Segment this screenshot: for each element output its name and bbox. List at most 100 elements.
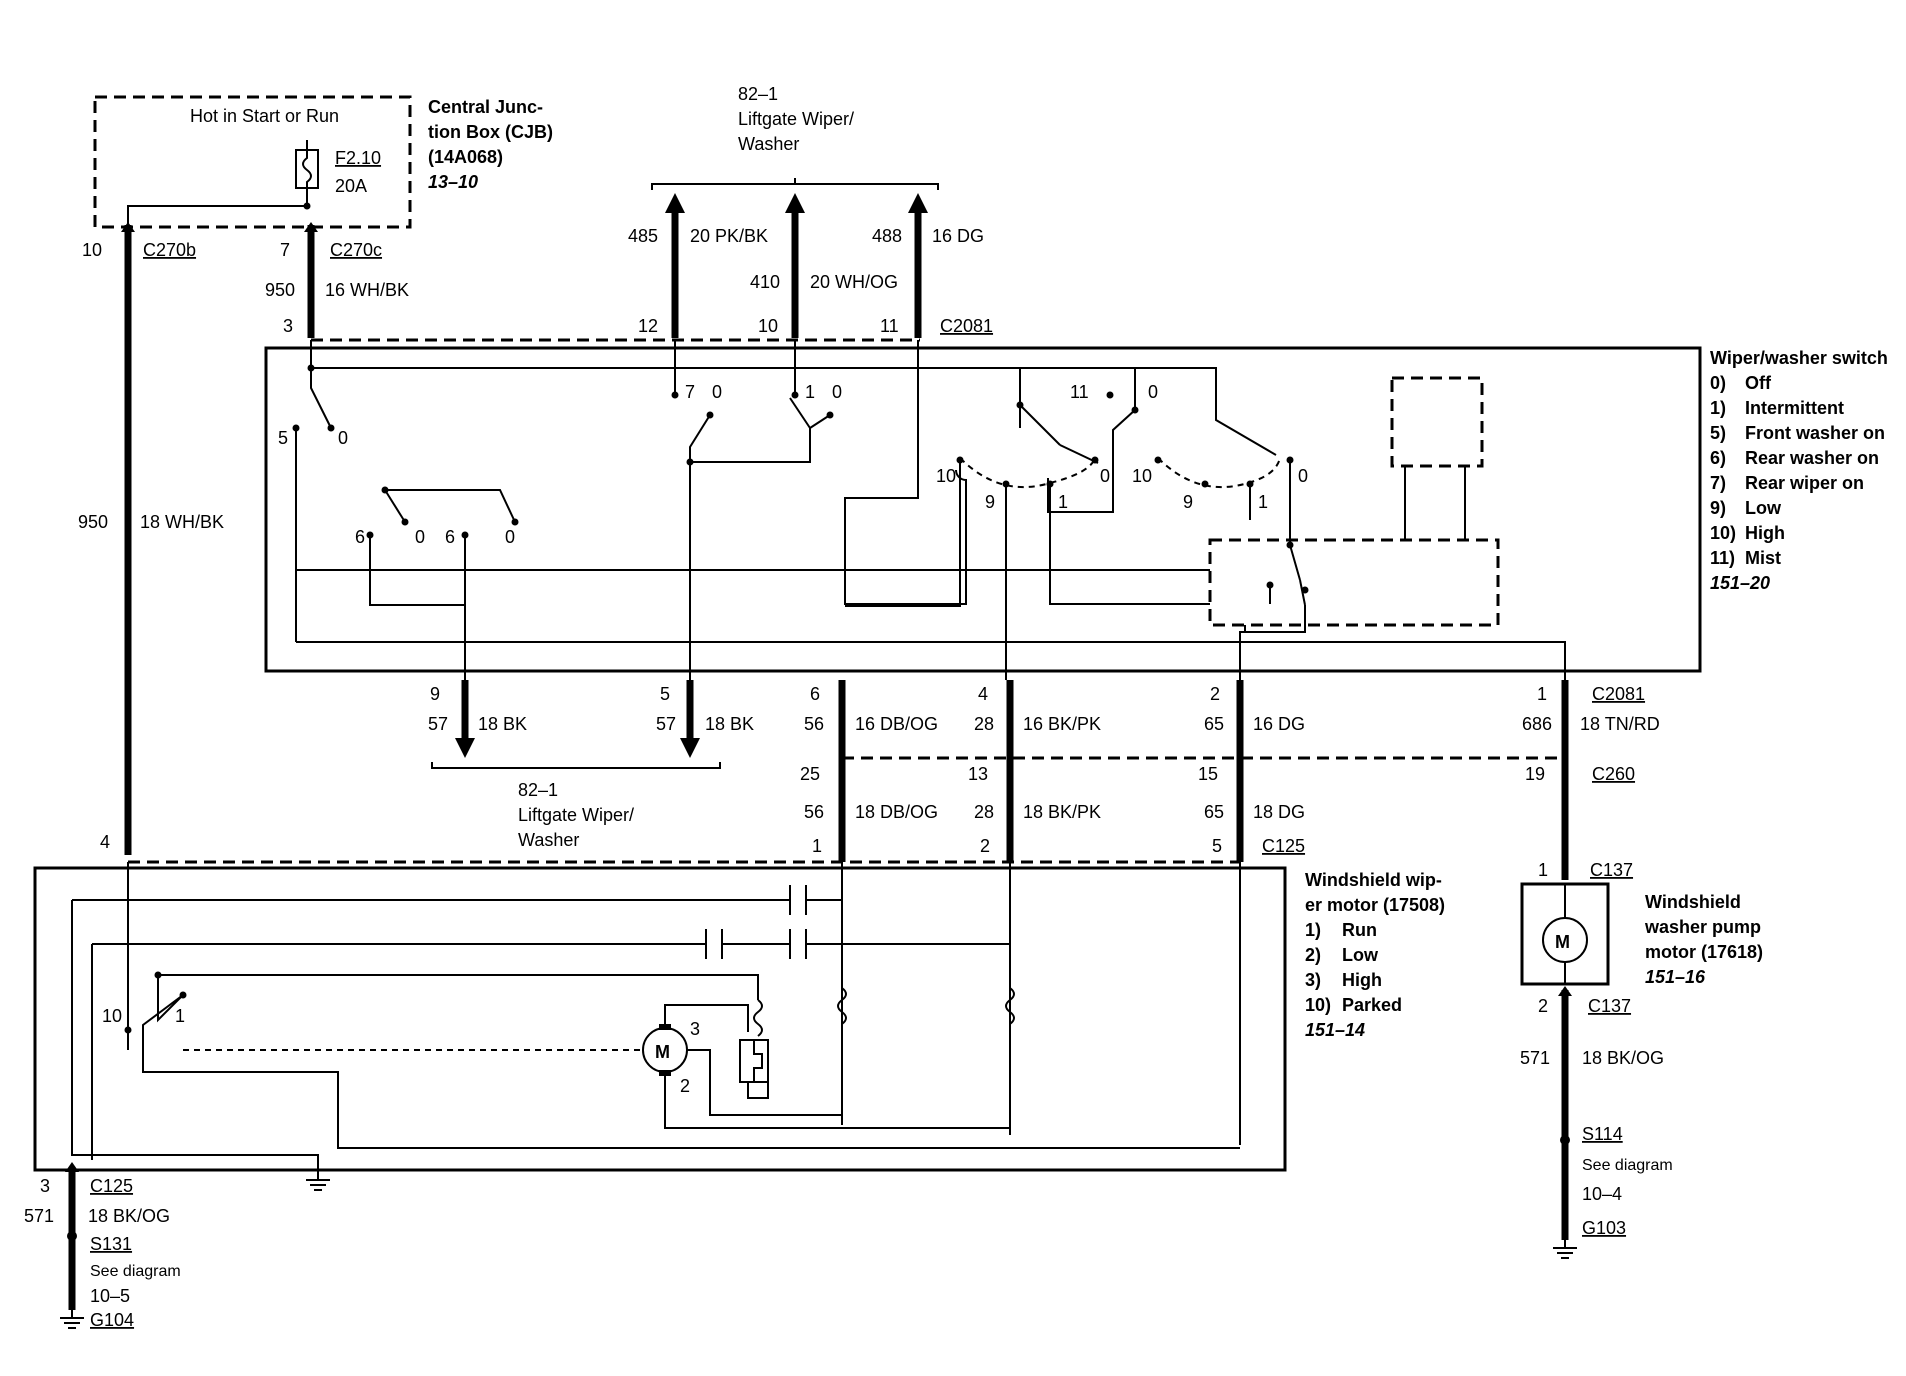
relay-dashed-box <box>1390 376 1484 468</box>
pin-4b: 4 <box>100 832 110 852</box>
ws-mode-label-1: Intermittent <box>1745 398 1844 418</box>
pin-4: 4 <box>978 684 988 704</box>
switch-contact-7: 7 <box>685 382 695 402</box>
pin-15: 15 <box>1198 764 1218 784</box>
pin-1: 1 <box>1537 684 1547 704</box>
wiper-washer-switch-box <box>264 346 1702 673</box>
ws-mode-num-6: 10) <box>1710 523 1736 543</box>
connector-c125-bot: C125 <box>90 1176 133 1196</box>
switch-contact-10a: 10 <box>936 466 956 486</box>
liftgate-top: 82–1 Liftgate Wiper/ Washer <box>651 84 939 190</box>
circuit-488: 488 <box>872 226 902 246</box>
switch-contact-5: 5 <box>278 428 288 448</box>
pin-2: 2 <box>1210 684 1220 704</box>
connector-c260: C260 <box>1592 764 1635 784</box>
wiper-motor-title-2: er motor (17508) <box>1305 895 1445 915</box>
pin-19: 19 <box>1525 764 1545 784</box>
liftgate-bottom-2: Liftgate Wiper/ <box>518 805 634 825</box>
switch-contact-9b: 9 <box>1183 492 1193 512</box>
pump-motor-m: M <box>1555 932 1570 952</box>
circuit-28b: 28 <box>974 802 994 822</box>
pin-9: 9 <box>430 684 440 704</box>
circuit-57-a: 57 <box>428 714 448 734</box>
circuit-686: 686 <box>1522 714 1552 734</box>
liftgate-top-1: 82–1 <box>738 84 778 104</box>
wire-65-label: 16 DG <box>1253 714 1305 734</box>
wire-56-label: 16 DB/OG <box>855 714 938 734</box>
wire-65b-label: 18 DG <box>1253 802 1305 822</box>
pump-motor-symbol <box>1542 917 1588 963</box>
wm-mode-num-3: 10) <box>1305 995 1331 1015</box>
connector-c137-bot: C137 <box>1588 996 1631 1016</box>
cjb-ref: 13–10 <box>428 172 478 192</box>
pin-7: 7 <box>280 240 290 260</box>
switch-contact-1a: 1 <box>805 382 815 402</box>
ws-mode-num-4: 7) <box>1710 473 1726 493</box>
pin-12: 12 <box>638 316 658 336</box>
pump-ref: 151–16 <box>1645 967 1706 987</box>
ws-mode-num-3: 6) <box>1710 448 1726 468</box>
wire-686-label: 18 TN/RD <box>1580 714 1660 734</box>
wm-mode-num-1: 2) <box>1305 945 1321 965</box>
circuit-56b: 56 <box>804 802 824 822</box>
pin-25: 25 <box>800 764 820 784</box>
wm-mode-label-2: High <box>1342 970 1382 990</box>
ground-icon-g104 <box>60 1310 84 1329</box>
circuit-65b: 65 <box>1204 802 1224 822</box>
pin-1b: 1 <box>812 836 822 856</box>
circuit-65: 65 <box>1204 714 1224 734</box>
see-diagram-right: See diagram <box>1582 1157 1673 1174</box>
wire-571-b-label: 18 BK/OG <box>1582 1048 1664 1068</box>
pump-title-1: Windshield <box>1645 892 1741 912</box>
ws-mode-label-0: Off <box>1745 373 1772 393</box>
liftgate-bottom-1: 82–1 <box>518 780 558 800</box>
connector-c137-top: C137 <box>1590 860 1633 880</box>
circuit-410: 410 <box>750 272 780 292</box>
splice-s114: S114 <box>1582 1124 1623 1144</box>
cjb-title-3: (14A068) <box>428 147 503 167</box>
wire-28-label: 16 BK/PK <box>1023 714 1101 734</box>
wire-485-label: 20 PK/BK <box>690 226 768 246</box>
wm-mode-num-0: 1) <box>1305 920 1321 940</box>
wiper-motor-legend: Windshield wip- er motor (17508) 1) Run … <box>1305 870 1445 1040</box>
wiper-contact-1: 1 <box>175 1006 185 1026</box>
liftgate-bottom: 82–1 Liftgate Wiper/ Washer <box>431 762 721 850</box>
pin-13: 13 <box>968 764 988 784</box>
ws-mode-label-6: High <box>1745 523 1785 543</box>
ground-g103: G103 <box>1582 1218 1626 1238</box>
ref-left: 10–5 <box>90 1286 130 1306</box>
wiper-motor-internals: 10 1 M 3 2 <box>71 862 1241 1170</box>
pin-6: 6 <box>810 684 820 704</box>
wire-57-a-label: 18 BK <box>478 714 527 734</box>
ws-mode-num-2: 5) <box>1710 423 1726 443</box>
see-diagram-left: See diagram <box>90 1263 181 1280</box>
wiper-contact-10: 10 <box>102 1006 122 1026</box>
connector-c270c: C270c <box>330 240 382 260</box>
pin-3b: 3 <box>40 1176 50 1196</box>
pin-5: 5 <box>660 684 670 704</box>
circuit-950: 950 <box>265 280 295 300</box>
circuit-571-b: 571 <box>1520 1048 1550 1068</box>
pin-2b: 2 <box>980 836 990 856</box>
ws-mode-label-7: Mist <box>1745 548 1781 568</box>
ws-mode-label-2: Front washer on <box>1745 423 1885 443</box>
fuse-amp: 20A <box>335 176 367 196</box>
ref-right: 10–4 <box>1582 1184 1622 1204</box>
liftgate-top-3: Washer <box>738 134 799 154</box>
wire-571-a-label: 18 BK/OG <box>88 1206 170 1226</box>
ground-icon-internal <box>306 1170 330 1191</box>
pin-3: 3 <box>283 316 293 336</box>
wm-mode-label-3: Parked <box>1342 995 1402 1015</box>
switch-contact-0f: 0 <box>505 527 515 547</box>
ws-mode-label-3: Rear washer on <box>1745 448 1879 468</box>
pump-motor-legend: Windshield washer pump motor (17618) 151… <box>1644 892 1763 987</box>
wm-mode-num-2: 3) <box>1305 970 1321 990</box>
wire-488-label: 16 DG <box>932 226 984 246</box>
ground-g104: G104 <box>90 1310 134 1330</box>
pin-11: 11 <box>880 316 899 336</box>
switch-contact-0g: 0 <box>1100 466 1110 486</box>
cjb-title-1: Central Junc- <box>428 97 543 117</box>
switch-contact-9a: 9 <box>985 492 995 512</box>
circuit-485: 485 <box>628 226 658 246</box>
wiper-brush-3: 3 <box>690 1019 700 1039</box>
